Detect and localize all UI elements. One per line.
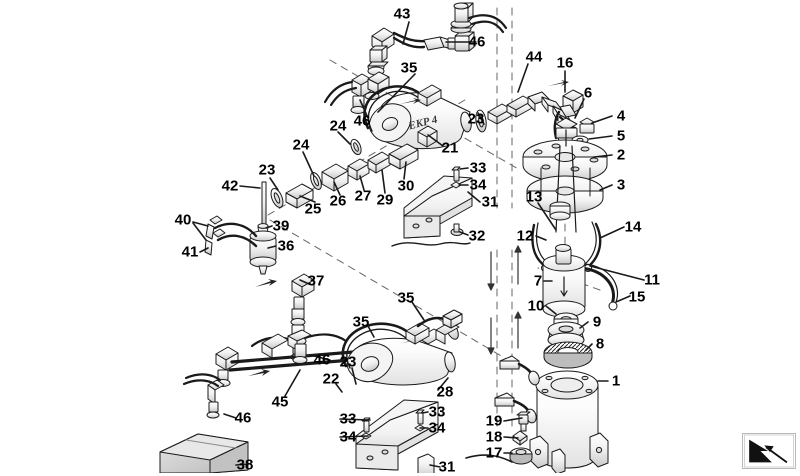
callout-4: 4 bbox=[616, 107, 626, 125]
callout-31: 31 bbox=[481, 193, 499, 211]
callout-45: 45 bbox=[271, 393, 289, 411]
callout-5: 5 bbox=[616, 127, 626, 145]
callout-12: 12 bbox=[516, 227, 534, 245]
callout-33: 33 bbox=[469, 159, 487, 177]
callout-27: 27 bbox=[354, 187, 372, 205]
callout-16: 16 bbox=[556, 54, 574, 72]
callout-33: 33 bbox=[428, 403, 446, 421]
callout-23: 23 bbox=[339, 353, 357, 371]
callout-43: 43 bbox=[393, 5, 411, 23]
callout-23: 23 bbox=[258, 161, 276, 179]
callout-46: 46 bbox=[353, 112, 371, 130]
callout-42: 42 bbox=[221, 177, 239, 195]
callout-9: 9 bbox=[592, 313, 602, 331]
callout-44: 44 bbox=[525, 48, 543, 66]
callout-3: 3 bbox=[616, 176, 626, 194]
callout-21: 21 bbox=[441, 139, 459, 157]
callout-39: 39 bbox=[272, 217, 290, 235]
callout-30: 30 bbox=[397, 177, 415, 195]
callout-1: 1 bbox=[611, 372, 621, 390]
callout-33: 33 bbox=[339, 410, 357, 428]
callout-31: 31 bbox=[438, 458, 456, 476]
callout-6: 6 bbox=[583, 84, 593, 102]
callout-29: 29 bbox=[376, 191, 394, 209]
callout-24: 24 bbox=[292, 136, 310, 154]
callout-35: 35 bbox=[352, 313, 370, 331]
callout-22: 22 bbox=[322, 370, 340, 388]
callout-34: 34 bbox=[339, 428, 357, 446]
callout-23: 23 bbox=[467, 110, 485, 128]
callout-13: 13 bbox=[525, 188, 543, 206]
callout-10: 10 bbox=[527, 297, 545, 315]
callout-46: 46 bbox=[468, 33, 486, 51]
callout-37: 37 bbox=[307, 272, 325, 290]
callout-38: 38 bbox=[236, 456, 254, 474]
callout-28: 28 bbox=[436, 383, 454, 401]
callout-36: 36 bbox=[277, 237, 295, 255]
callout-32: 32 bbox=[468, 227, 486, 245]
callout-14: 14 bbox=[624, 218, 642, 236]
watermark-glyph bbox=[743, 434, 795, 468]
callout-2: 2 bbox=[616, 146, 626, 164]
callout-17: 17 bbox=[485, 444, 503, 462]
callout-35: 35 bbox=[397, 289, 415, 307]
callout-24: 24 bbox=[329, 117, 347, 135]
callout-11: 11 bbox=[644, 271, 660, 289]
callout-15: 15 bbox=[628, 288, 646, 306]
callout-7: 7 bbox=[533, 272, 543, 290]
watermark-logo bbox=[742, 433, 796, 469]
callout-25: 25 bbox=[304, 200, 322, 218]
callout-46: 46 bbox=[313, 351, 331, 369]
callout-18: 18 bbox=[485, 428, 503, 446]
callout-26: 26 bbox=[329, 192, 347, 210]
callout-34: 34 bbox=[469, 176, 487, 194]
callout-41: 41 bbox=[181, 243, 199, 261]
callout-8: 8 bbox=[595, 335, 605, 353]
callout-34: 34 bbox=[428, 419, 446, 437]
callout-35: 35 bbox=[400, 59, 418, 77]
callout-40: 40 bbox=[174, 211, 192, 229]
callout-19: 19 bbox=[485, 412, 503, 430]
callout-46: 46 bbox=[234, 409, 252, 427]
